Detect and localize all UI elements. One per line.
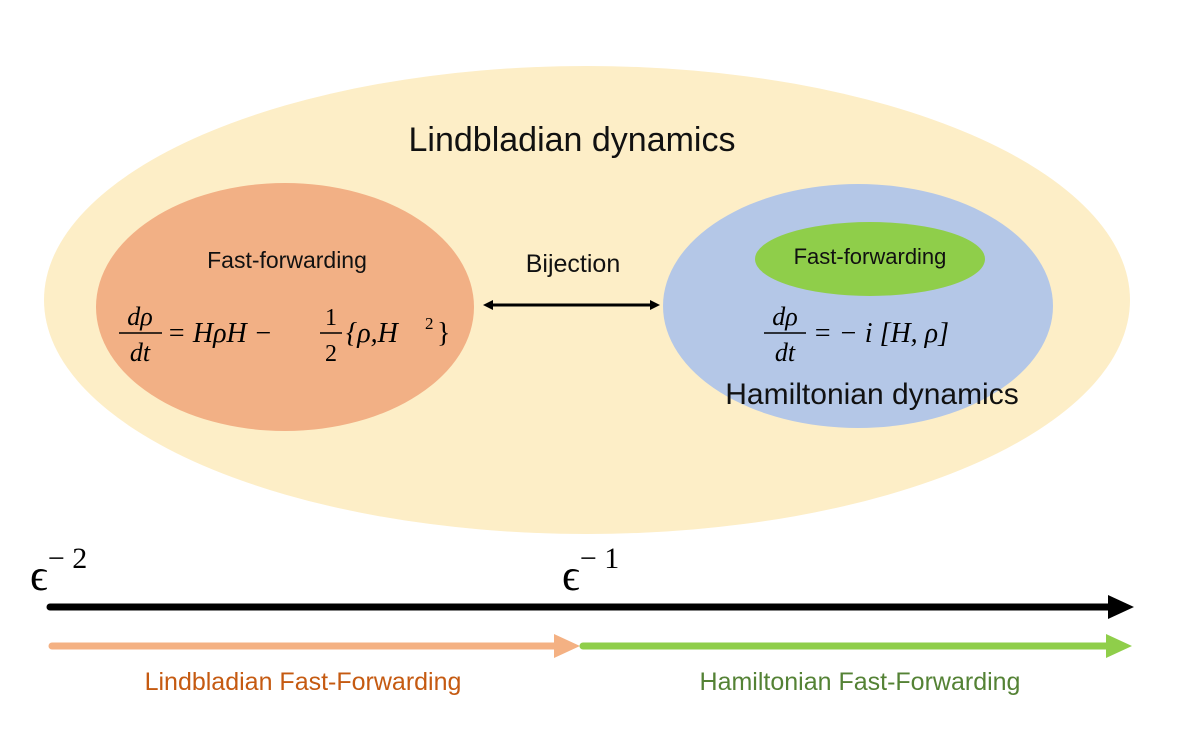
left-fast-forwarding-label: Fast-forwarding — [207, 247, 367, 273]
hamiltonian-segment-label: Hamiltonian Fast-Forwarding — [700, 668, 1021, 696]
hamiltonian-fast-forwarding-badge — [755, 222, 985, 296]
hamiltonian-segment: Hamiltonian Fast-Forwarding — [579, 634, 1132, 696]
axis-tick-epsilon-minus-1: ϵ− 1 — [562, 542, 619, 600]
axis-tick-epsilon-minus-1-exponent: − 1 — [580, 542, 619, 575]
lindblad-eq-half-numerator: 1 — [325, 305, 337, 331]
lindblad-eq-rhs-close: } — [437, 318, 450, 349]
lindbladian-segment-label: Lindbladian Fast-Forwarding — [145, 668, 462, 696]
lindbladian-fast-forwarding-region — [96, 183, 474, 431]
hamiltonian-title: Hamiltonian dynamics — [725, 378, 1018, 411]
lindblad-equation: dρ dt = HρH − 1 2 {ρ,H 2 } — [119, 302, 450, 367]
lindblad-eq-rhs-part2: {ρ,H — [346, 318, 400, 349]
lindblad-eq-lhs-denominator: dt — [130, 338, 151, 367]
lindbladian-title: Lindbladian dynamics — [409, 121, 736, 159]
bijection-label: Bijection — [526, 250, 621, 278]
axis-tick-epsilon-minus-2: ϵ− 2 — [30, 542, 87, 600]
lindbladian-segment-arrowhead — [554, 634, 580, 658]
complexity-axis-arrowhead — [1108, 595, 1134, 619]
hamiltonian-eq-rhs: = − i [H, ρ] — [813, 318, 949, 349]
complexity-axis: ϵ− 2 ϵ− 1 — [30, 542, 1134, 619]
hamiltonian-eq-lhs-numerator: dρ — [772, 302, 797, 331]
lindblad-eq-exponent: 2 — [425, 314, 434, 333]
right-fast-forwarding-label: Fast-forwarding — [794, 244, 947, 269]
lindblad-eq-half-denominator: 2 — [325, 341, 337, 367]
hamiltonian-eq-lhs-denominator: dt — [775, 338, 796, 367]
hamiltonian-equation: dρ dt = − i [H, ρ] — [764, 302, 949, 367]
lindbladian-segment: Lindbladian Fast-Forwarding — [48, 634, 580, 696]
lindblad-eq-rhs-part1: = HρH − — [167, 318, 273, 349]
lindblad-eq-lhs-numerator: dρ — [127, 302, 152, 331]
hamiltonian-segment-arrowhead — [1106, 634, 1132, 658]
axis-tick-epsilon-minus-2-exponent: − 2 — [48, 542, 87, 575]
